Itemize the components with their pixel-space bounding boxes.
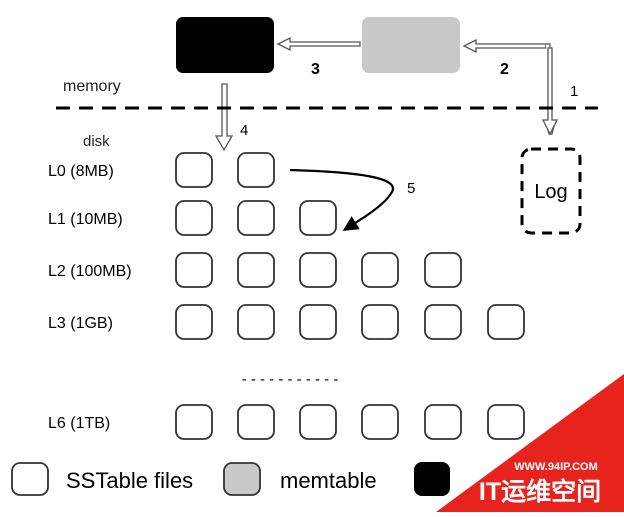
levels-group: L0 (8MB) L1 (10MB) L2 (100MB) L3 (1GB) L6 (1… — [48, 152, 525, 440]
sstable-file — [175, 404, 213, 440]
sstable-file — [361, 404, 399, 440]
sstable-file — [175, 252, 213, 288]
sstable-file — [424, 404, 462, 440]
sstable-file — [299, 304, 337, 340]
sstable-file — [299, 404, 337, 440]
sstable-file — [175, 304, 213, 340]
step-3-label: 3 — [311, 61, 320, 78]
step-5-label: 5 — [407, 180, 415, 197]
arrow-2 — [462, 38, 547, 54]
legend-memtable-swatch — [223, 462, 261, 496]
level-label: L6 (1TB) — [48, 415, 110, 432]
arrow-4 — [214, 83, 234, 152]
sstable-file — [424, 252, 462, 288]
sstable-file — [299, 252, 337, 288]
immutable-memtable-box — [176, 17, 274, 73]
sstable-file — [487, 404, 525, 440]
sstable-file — [237, 252, 275, 288]
memory-label: memory — [63, 78, 121, 95]
arrow-3 — [276, 36, 361, 52]
sstable-file — [299, 200, 337, 236]
log-box — [520, 147, 582, 235]
sstable-file — [424, 304, 462, 340]
sstable-file — [487, 304, 525, 340]
sstable-file — [237, 200, 275, 236]
disk-label: disk — [83, 133, 110, 150]
level-label: L0 (8MB) — [48, 163, 114, 180]
sstable-file — [237, 404, 275, 440]
sstable-file — [361, 252, 399, 288]
step-1-label: 1 — [570, 83, 578, 100]
watermark-url: WWW.94IP.COM — [514, 461, 598, 473]
sstable-file — [237, 152, 275, 188]
sstable-file — [237, 304, 275, 340]
sstable-file — [175, 152, 213, 188]
arrow-1 — [541, 43, 559, 136]
memtable-box — [362, 17, 460, 73]
sstable-file — [361, 304, 399, 340]
legend-sstable-label: SSTable files — [66, 468, 193, 493]
legend-sstable-swatch — [11, 462, 49, 496]
step-2-label: 2 — [500, 61, 509, 78]
arrow-5 — [289, 168, 395, 231]
step-4-label: 4 — [240, 122, 248, 139]
watermark-triangle — [436, 374, 624, 512]
log-label: Log — [534, 181, 567, 203]
levels-ellipsis: - - - - - - - - - - - — [242, 371, 339, 388]
level-label: L2 (100MB) — [48, 263, 132, 280]
level-label: L3 (1GB) — [48, 315, 113, 332]
sstable-file — [175, 200, 213, 236]
legend-memtable-label: memtable — [280, 468, 377, 493]
watermark-brand: IT运维空间 — [479, 477, 601, 506]
level-label: L1 (10MB) — [48, 211, 123, 228]
legend-immutable-swatch — [414, 462, 450, 496]
